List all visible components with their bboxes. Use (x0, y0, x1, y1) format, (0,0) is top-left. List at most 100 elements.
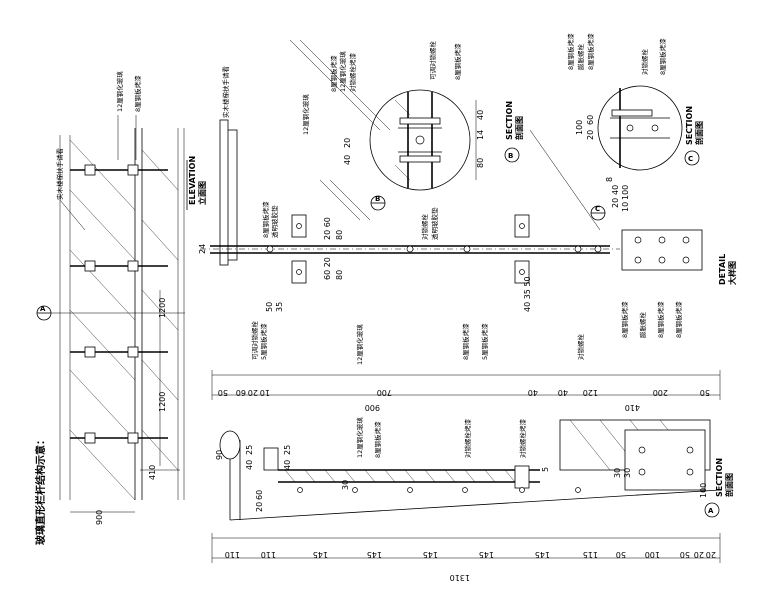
dim-a-100: 100 (699, 483, 708, 498)
label-a-lock-paint: 对锁螺栓烤漆 (463, 419, 472, 459)
dim-c-20: 20 (586, 130, 595, 140)
dim-mid-40b: 40 (558, 388, 568, 397)
dim-a-25: 25 (245, 445, 254, 455)
section-c-marker-label: C (688, 155, 693, 163)
label-c-expansion: 膨胀螺栓 (576, 44, 585, 71)
label-det-plate-8b: 8厘钢板烤漆 (656, 301, 665, 338)
section-a-title-cn: 剖面图 (724, 473, 734, 497)
label-a-glass-12: 12厘钢化玻璃 (355, 417, 364, 458)
label-b-plate-8b: 8厘钢板烤漆 (453, 43, 462, 80)
elevation-panel: 玻璃直形栏杆结构示意： (34, 71, 185, 545)
dim-a-60: 60 (255, 490, 264, 500)
dim-mid-40: 40 (528, 388, 538, 397)
label-b-adjustable: 可调对锁螺栓 (428, 41, 437, 81)
dim-mid-20: 20 (248, 388, 258, 397)
label-det-expansion: 膨胀螺栓 (638, 312, 647, 339)
detail-title-cn: 大样图 (727, 261, 737, 285)
dim-mid-60: 60 (236, 388, 246, 397)
section-c-title-cn: 剖面图 (694, 121, 704, 145)
dim-a-30c: 30 (623, 468, 632, 478)
dim-bot-50b: 50 (680, 550, 690, 559)
label-a-lock-paint-b: 对锁螺栓烤漆 (518, 419, 527, 459)
dim-b-14: 14 (476, 130, 485, 140)
dim-bot-145c: 145 (423, 550, 438, 559)
label-glass-12-top: 12厘钢化玻璃 (301, 94, 310, 135)
dim-det-50-35: 50 (265, 302, 274, 312)
label-plate-8-a: 8厘钢板烤漆 (261, 201, 270, 238)
section-b-title-en: SECTION (505, 101, 514, 140)
page-title: 玻璃直形栏杆结构示意： (34, 435, 47, 545)
dim-c-20b: 20 (611, 198, 620, 208)
dim-a-90: 90 (215, 450, 224, 460)
elevation-title-cn: 立面图 (197, 181, 207, 205)
label-c-lock-bolt: 对锁螺栓 (640, 49, 649, 76)
dim-mid-50: 50 (218, 388, 228, 397)
dim-a-25b: 25 (283, 445, 292, 455)
dim-det-35: 35 (275, 302, 284, 312)
label-b-bolt: 对锁螺栓 (420, 214, 429, 241)
label-plate-8-elev: 8厘钢板烤漆 (133, 75, 142, 112)
detail-right: DETAIL 大样图 8厘钢板烤漆 膨胀螺栓 8厘钢板烤漆 8厘钢板烤漆 (620, 229, 737, 339)
dim-c-10: 10 (621, 202, 630, 212)
label-det-plate-8a: 8厘钢板烤漆 (620, 301, 629, 338)
detail-title-en: DETAIL (718, 254, 727, 285)
dim-b-80: 80 (476, 158, 485, 168)
label-plate-5-b: 5厘钢板烤漆 (480, 323, 489, 360)
label-b-glue: 透明玻胶垫 (430, 207, 439, 240)
dim-c-100: 100 (575, 120, 584, 135)
detail-marker-c-label: C (595, 205, 600, 213)
dim-a-40: 40 (245, 460, 254, 470)
dim-det-40-35-50: 40 35 50 (523, 276, 532, 312)
dim-bot-145a: 145 (313, 550, 328, 559)
section-a: 12厘钢化玻璃 8厘钢板烤漆 对锁螺栓烤漆 对锁螺栓烤漆 90 40 25 20… (215, 417, 734, 521)
section-b-title-cn: 剖面图 (514, 116, 524, 140)
dim-a-30: 30 (341, 480, 350, 490)
dim-mid-10: 10 (260, 388, 270, 397)
dim-b-40: 40 (343, 155, 352, 165)
dim-bot-145d: 145 (479, 550, 494, 559)
section-a-marker-label: A (708, 507, 714, 515)
dim-c-100b: 100 (621, 185, 630, 200)
dim-mid-200: 200 (653, 388, 668, 397)
label-glass-12-elev: 12厘钢化玻璃 (115, 71, 124, 112)
dim-a-5: 5 (541, 467, 550, 472)
dim-bot-100: 100 (645, 550, 660, 559)
label-a-plate-8: 8厘钢板烤漆 (373, 421, 382, 458)
label-c-plate-8b: 8厘钢板烤漆 (586, 33, 595, 70)
dim-bot-1310: 1310 (450, 573, 470, 582)
dim-bot-115: 115 (583, 550, 598, 559)
dim-bot-20b: 20 (706, 550, 716, 559)
dim-mid-410: 410 (625, 403, 640, 412)
bottom-dimensions: 110 110 145 145 145 145 145 115 50 100 5… (211, 533, 721, 582)
detail-assembly: 20 60 80 60 20 80 50 35 40 35 50 可调对锁螺栓 … (200, 39, 620, 365)
dim-bot-20: 20 (694, 550, 704, 559)
dim-det-60-20: 60 20 (323, 257, 332, 280)
dim-bot-50: 50 (616, 550, 626, 559)
label-adjustable-bolt: 可调对锁螺栓 (250, 321, 259, 361)
section-b-marker (504, 147, 520, 163)
dim-elev-1200b: 1200 (158, 392, 167, 412)
label-det-plate-8c: 8厘钢板烤漆 (674, 301, 683, 338)
detail-marker-b-label: B (375, 195, 380, 203)
label-lock-bolt-mid: 对锁螺栓 (576, 334, 585, 361)
dim-bot-145b: 145 (367, 550, 382, 559)
dim-mid-50b: 50 (700, 388, 710, 397)
dim-bot-110a: 110 (225, 550, 240, 559)
dim-elev-410: 410 (148, 465, 157, 480)
label-transparent-glue-a: 透明玻胶垫 (270, 205, 279, 238)
elevation-posts (70, 164, 168, 444)
label-plate-8-b: 8厘钢板烤漆 (461, 323, 470, 360)
handrail-profile: 实木楼梯扶手请看 ELEVATION 立面图 24 (186, 66, 238, 266)
label-c-plate-8c: 8厘钢板烤漆 (658, 38, 667, 75)
dim-bot-110b: 110 (261, 550, 276, 559)
glass-hatch (69, 139, 179, 501)
dim-c-8: 8 (605, 177, 614, 182)
dim-det-20-60: 20 60 (323, 217, 332, 240)
label-c-plate-8: 8厘钢板烤漆 (566, 33, 575, 70)
label-b-plate-8: 8厘钢板烤漆 (329, 55, 338, 92)
dim-a-30b: 30 (613, 468, 622, 478)
dim-mid-700: 700 (377, 388, 392, 397)
label-b-lock-paint: 对锁螺栓烤漆 (348, 53, 357, 93)
